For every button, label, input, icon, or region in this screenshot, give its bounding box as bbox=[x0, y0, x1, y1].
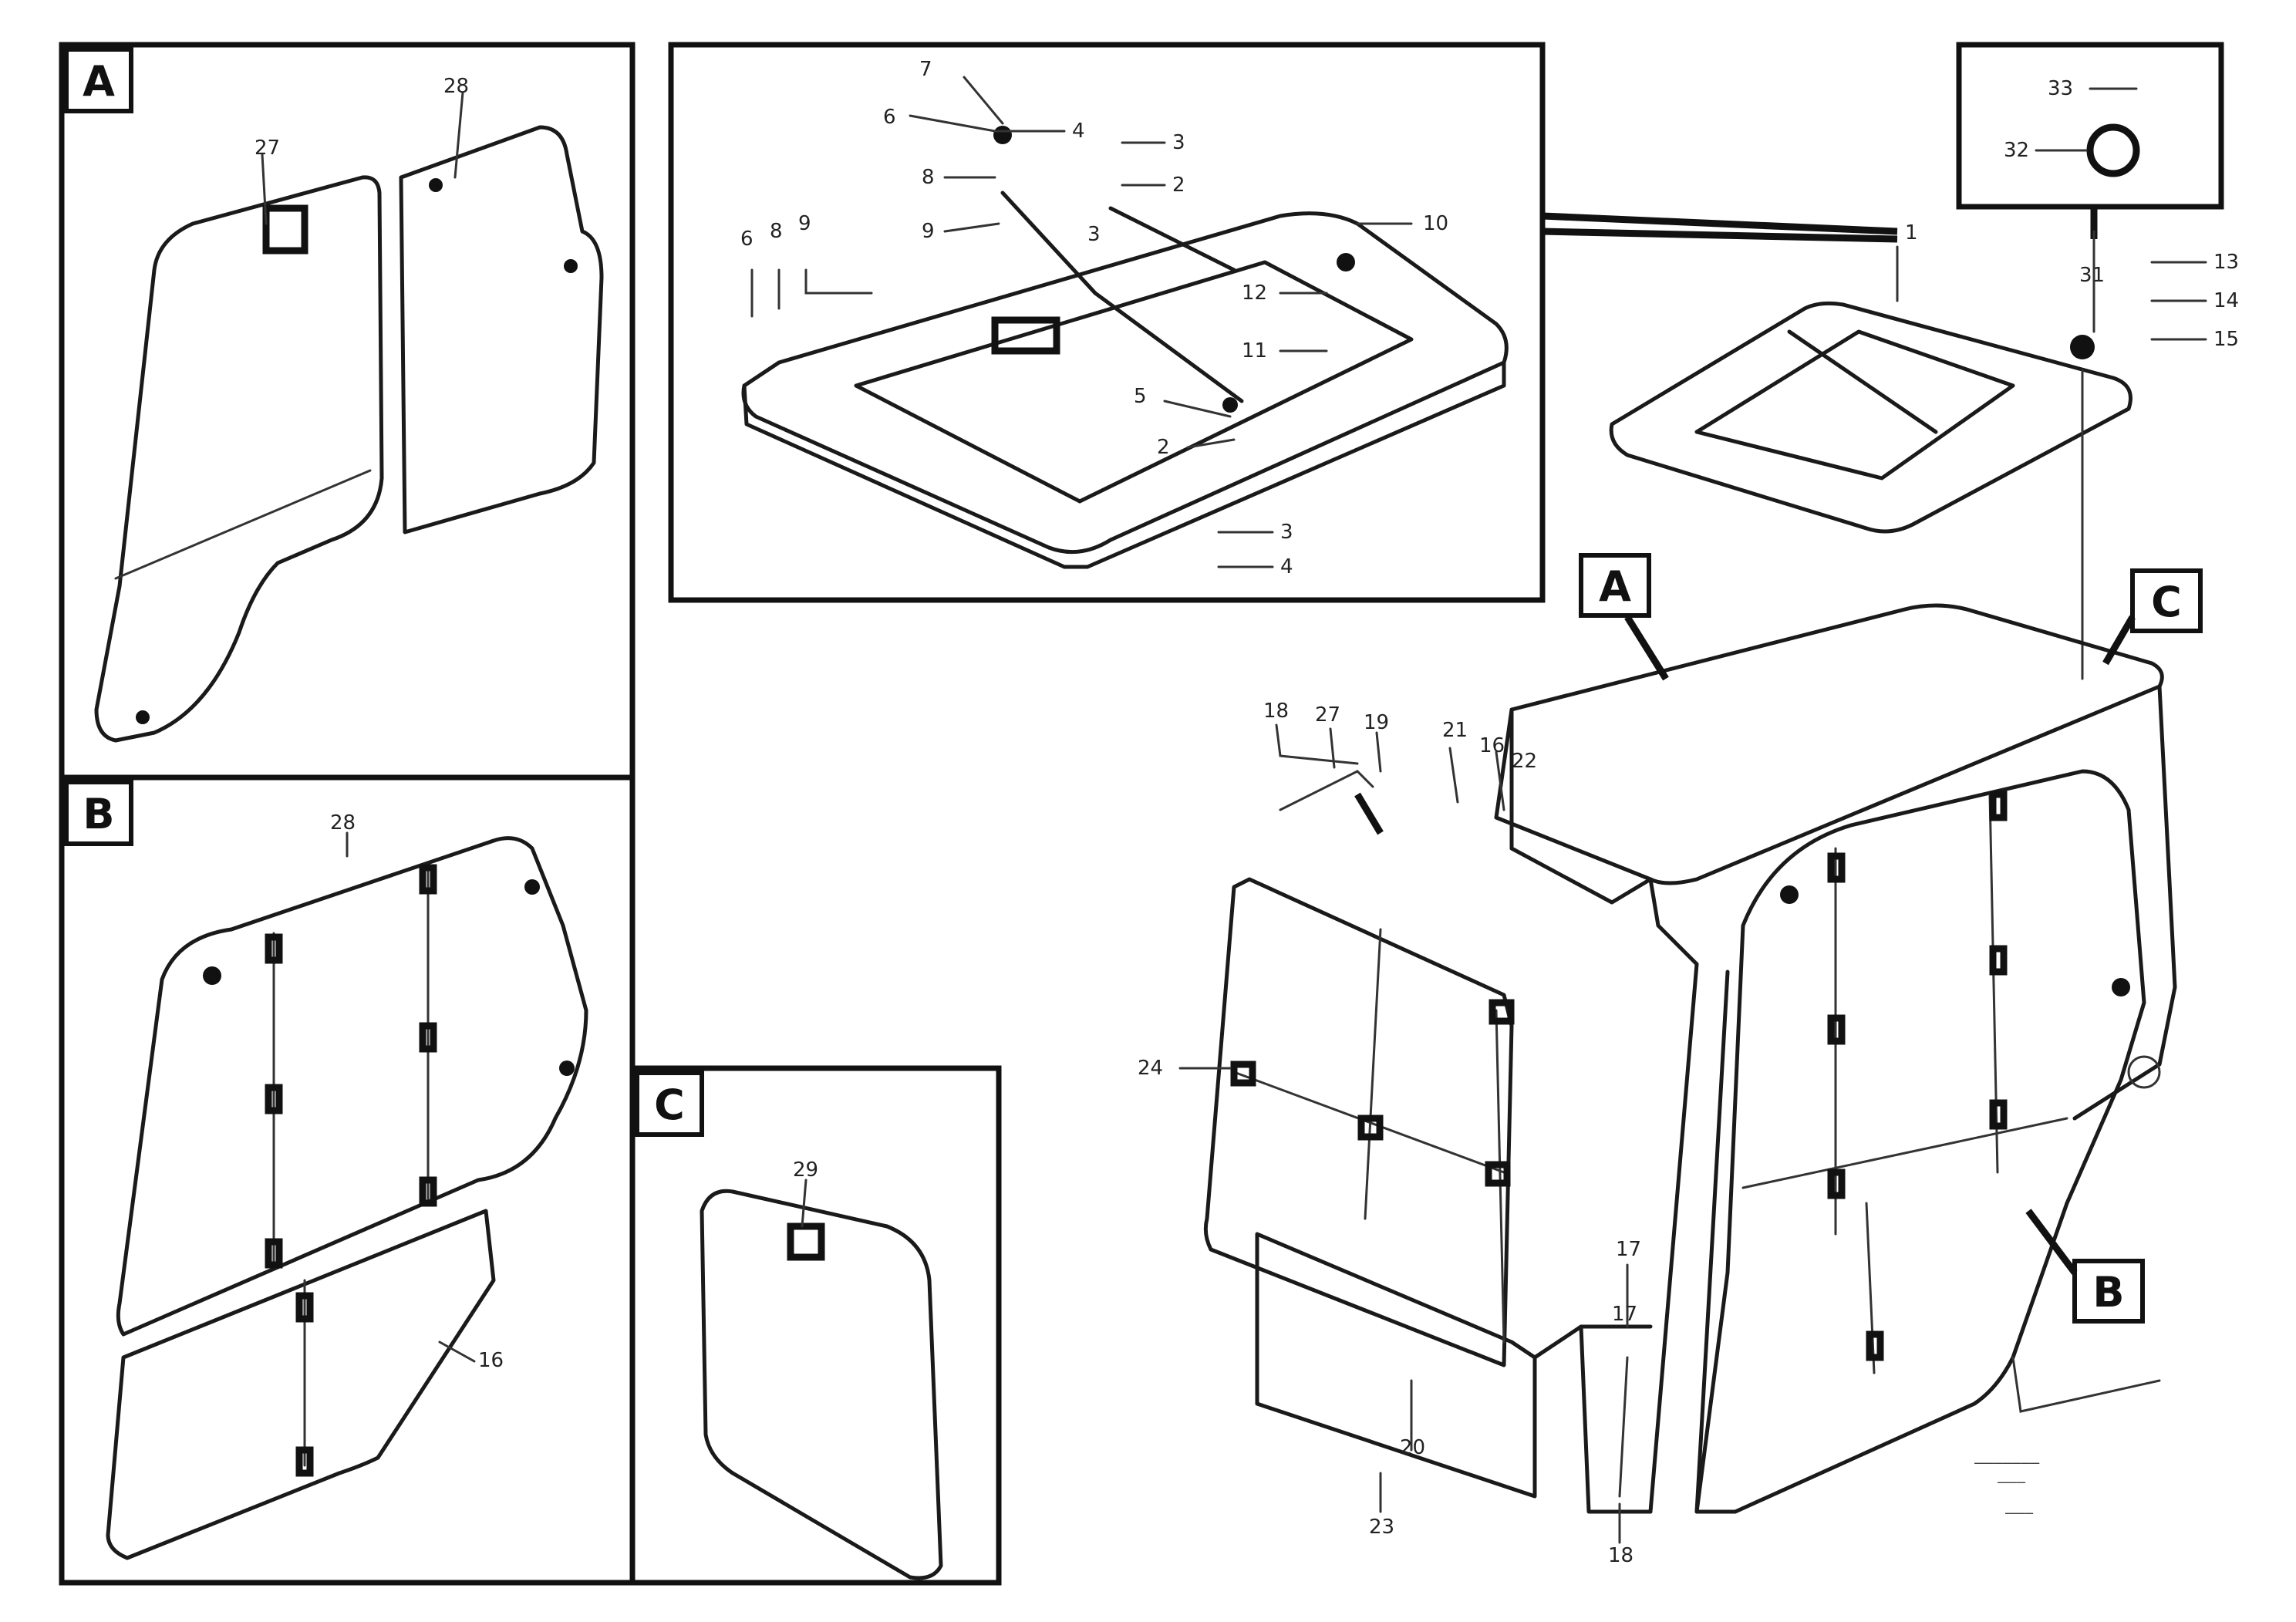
label-16b: 16 bbox=[478, 1349, 504, 1372]
hatch-bar bbox=[1000, 191, 1244, 403]
label-21: 21 bbox=[1442, 719, 1468, 742]
label-28b: 28 bbox=[330, 811, 356, 835]
label-9a: 9 bbox=[922, 220, 935, 243]
view-c-letter: C bbox=[654, 1081, 685, 1129]
view-b-panel: B 28 16 bbox=[59, 774, 636, 1586]
label-8b: 8 bbox=[770, 220, 783, 243]
label-16a: 16 bbox=[1479, 734, 1505, 757]
stamp-line-2: ——— bbox=[1998, 1472, 2026, 1491]
label-24: 24 bbox=[1138, 1057, 1163, 1080]
label-20: 20 bbox=[1400, 1436, 1425, 1459]
label-27: 27 bbox=[255, 137, 280, 160]
hatch-frame-outer bbox=[741, 211, 1509, 555]
view-c-panel: C 29 bbox=[629, 1065, 1002, 1586]
roof-hatch-frame bbox=[668, 42, 1546, 603]
callout-b: B bbox=[2025, 1209, 2145, 1324]
label-31: 31 bbox=[2079, 264, 2105, 287]
label-4b: 4 bbox=[1280, 555, 1293, 578]
view-b-letter: B bbox=[83, 790, 114, 838]
handle-detail-frame bbox=[1956, 42, 2224, 210]
label-17: 17 bbox=[1616, 1238, 1641, 1261]
callout-a: A bbox=[1579, 553, 1669, 681]
roof-hatch-assembly: 13 14 15 bbox=[1609, 230, 2239, 680]
drawing-stamp: ——————— ——— ——— bbox=[1974, 1453, 2040, 1522]
handle-knob bbox=[2086, 123, 2140, 177]
label-10a: 10 bbox=[1423, 212, 1448, 235]
detail-leader bbox=[1542, 212, 1898, 243]
label-28a: 28 bbox=[443, 75, 469, 98]
cab-assembly: 18 27 19 21 16 22 24 17 20 23 18 17 bbox=[1138, 603, 2177, 1567]
label-23: 23 bbox=[1369, 1516, 1394, 1539]
label-17b: 17 bbox=[1612, 1303, 1637, 1326]
label-19: 19 bbox=[1364, 711, 1389, 734]
label-12a: 12 bbox=[1242, 282, 1267, 305]
label-27b: 27 bbox=[1315, 703, 1340, 727]
cab-lower-front-panel bbox=[1255, 1232, 1537, 1499]
label-18a: 18 bbox=[1263, 700, 1289, 723]
label-32: 32 bbox=[2004, 139, 2029, 162]
cab-door bbox=[1694, 769, 2146, 1514]
label-22: 22 bbox=[1512, 750, 1537, 773]
small-window-panel bbox=[700, 1189, 943, 1580]
view-c-badge bbox=[635, 1071, 704, 1137]
side-window-panel bbox=[399, 125, 604, 534]
stamp-line-1: ——————— bbox=[1974, 1453, 2040, 1472]
label-7a: 7 bbox=[919, 58, 932, 81]
callout-b-letter: B bbox=[2092, 1268, 2124, 1317]
view-c-frame bbox=[629, 1065, 1002, 1586]
label-2b: 2 bbox=[1157, 436, 1170, 459]
handle-detail-panel: 33 32 31 bbox=[1956, 42, 2224, 287]
callout-c: C bbox=[2102, 568, 2203, 666]
hatch-glass bbox=[854, 260, 1414, 504]
label-3b: 3 bbox=[1172, 131, 1185, 154]
label-2a: 2 bbox=[1172, 174, 1185, 197]
roof-hatch-detail-panel: 7 6 4 8 9 3 3 2 10 12 11 5 2 6 8 9 3 4 bbox=[668, 42, 1546, 603]
label-11a: 11 bbox=[1242, 339, 1267, 363]
rear-window-panel bbox=[94, 175, 384, 743]
callout-c-letter: C bbox=[2151, 578, 2182, 626]
label-6b: 6 bbox=[740, 228, 754, 251]
cab-roof bbox=[1494, 603, 2164, 885]
label-5a: 5 bbox=[1134, 385, 1147, 408]
view-b-frame bbox=[59, 774, 636, 1586]
door-window-lower bbox=[106, 1209, 496, 1560]
label-9b: 9 bbox=[798, 212, 811, 235]
label-4a: 4 bbox=[1072, 120, 1085, 143]
label-6a: 6 bbox=[883, 106, 896, 129]
view-a-frame bbox=[59, 42, 636, 781]
label-15: 15 bbox=[2213, 328, 2239, 351]
label-14: 14 bbox=[2213, 289, 2239, 312]
label-3c: 3 bbox=[1280, 521, 1293, 544]
label-1: 1 bbox=[1905, 221, 1918, 244]
stamp-code: ——— bbox=[2005, 1503, 2034, 1522]
label-29: 29 bbox=[793, 1158, 818, 1182]
label-13: 13 bbox=[2213, 251, 2239, 274]
label-3a: 3 bbox=[1087, 223, 1101, 246]
label-18b: 18 bbox=[1608, 1544, 1633, 1567]
label-8a: 8 bbox=[922, 166, 935, 189]
door-window-upper bbox=[116, 836, 588, 1337]
label-33: 33 bbox=[2048, 77, 2073, 100]
view-a-letter: A bbox=[83, 57, 115, 106]
view-a-badge bbox=[64, 47, 133, 113]
callout-a-letter: A bbox=[1599, 562, 1631, 611]
view-b-badge bbox=[64, 780, 133, 846]
view-a-panel: A 27 28 bbox=[59, 42, 636, 781]
